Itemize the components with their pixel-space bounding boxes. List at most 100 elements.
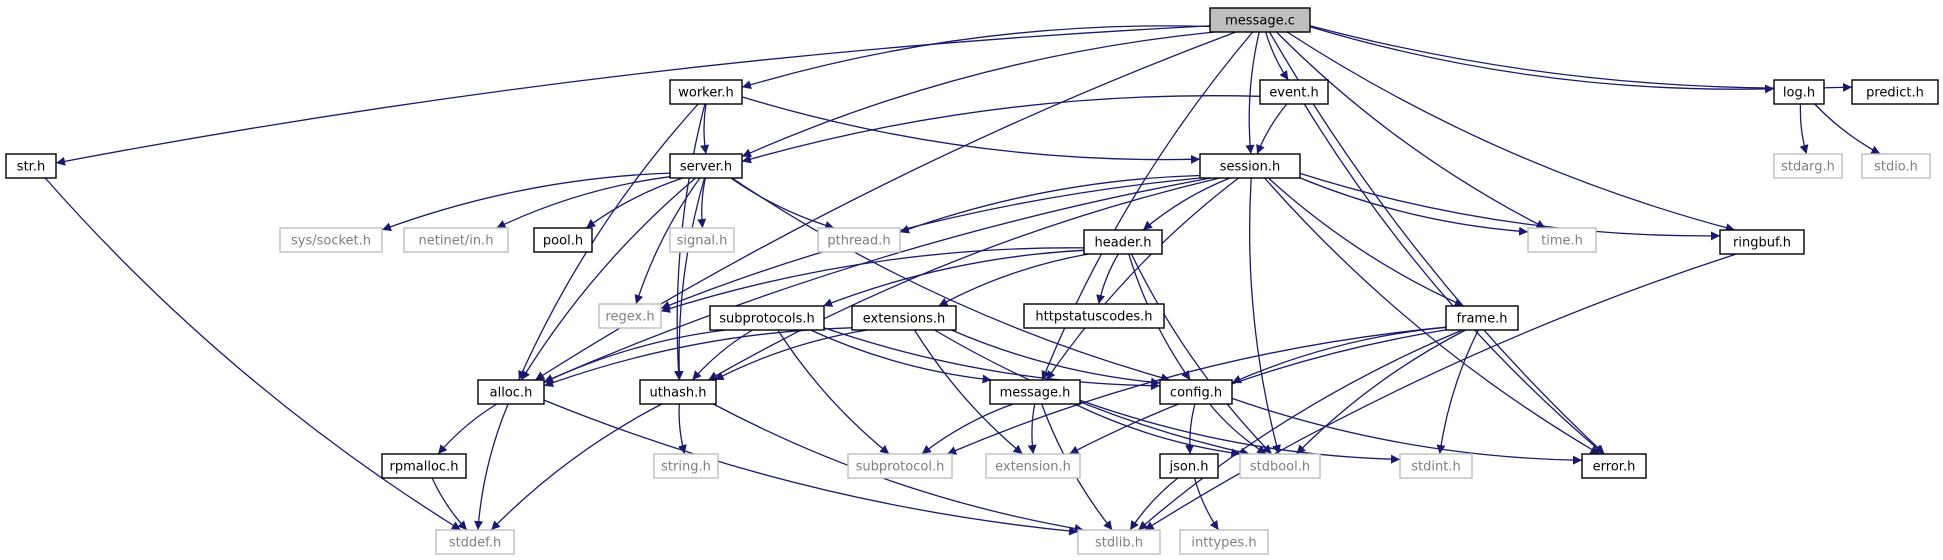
node-alloc-h[interactable]: alloc.h bbox=[477, 379, 545, 405]
node-server-h[interactable]: server.h bbox=[669, 153, 743, 179]
node-header-h[interactable]: header.h bbox=[1083, 229, 1163, 255]
node-box-alloc-h bbox=[477, 379, 545, 405]
node-message-h[interactable]: message.h bbox=[989, 379, 1081, 405]
edge-subprotocols-h-to-config-h bbox=[823, 327, 1161, 391]
node-netinet-in-h: netinet/in.h bbox=[403, 227, 509, 253]
edge-session-h-to-frame-h bbox=[1267, 177, 1464, 307]
edge-server-h-to-pool-h bbox=[585, 177, 684, 229]
node-box-event-h bbox=[1259, 79, 1329, 105]
edge-session-h-to-pthread-h bbox=[899, 174, 1201, 234]
node-session-h[interactable]: session.h bbox=[1199, 153, 1301, 179]
edge-frame-h-to-subprotocol-h bbox=[946, 326, 1447, 455]
node-box-server-h bbox=[669, 153, 743, 179]
edge-event-h-to-server-h bbox=[741, 95, 1261, 164]
edge-session-h-to-alloc-h bbox=[543, 177, 1211, 383]
edge-message-h-to-stdint-h bbox=[1079, 399, 1401, 464]
node-event-h[interactable]: event.h bbox=[1259, 79, 1329, 105]
node-label-stdbool-h: stdbool.h bbox=[1250, 460, 1310, 475]
edge-worker-h-to-server-h bbox=[700, 103, 710, 155]
node-label-subprotocol-h: subprotocol.h bbox=[856, 460, 945, 475]
edge-alloc-h-to-rpmalloc-h bbox=[437, 403, 498, 455]
node-label-config-h: config.h bbox=[1170, 386, 1222, 401]
node-label-signal-h: signal.h bbox=[677, 234, 728, 249]
edge-message-c-to-predict-h bbox=[1309, 25, 1853, 92]
node-inttypes-h: inttypes.h bbox=[1179, 529, 1269, 555]
node-regex-h: regex.h bbox=[598, 303, 662, 329]
node-time-h: time.h bbox=[1527, 227, 1597, 253]
node-message-c[interactable]: message.c bbox=[1209, 7, 1311, 33]
node-label-log-h: log.h bbox=[1783, 86, 1815, 101]
node-string-h: string.h bbox=[653, 453, 719, 479]
node-label-server-h: server.h bbox=[680, 160, 732, 175]
node-str-h[interactable]: str.h bbox=[5, 153, 57, 179]
node-box-frame-h bbox=[1445, 305, 1519, 331]
node-ringbuf-h[interactable]: ringbuf.h bbox=[1719, 229, 1805, 255]
node-box-pool-h bbox=[533, 227, 593, 253]
edge-message-c-to-session-h bbox=[1245, 31, 1260, 155]
node-pool-h[interactable]: pool.h bbox=[533, 227, 593, 253]
edge-subprotocols-h-to-uthash-h bbox=[691, 329, 753, 381]
edge-session-h-to-uthash-h bbox=[708, 177, 1220, 381]
edge-extensions-h-to-config-h bbox=[951, 329, 1161, 387]
node-box-str-h bbox=[5, 153, 57, 179]
node-box-extensions-h bbox=[851, 305, 957, 331]
edge-server-h-to-pthread-h bbox=[730, 177, 835, 230]
node-label-header-h: header.h bbox=[1095, 236, 1152, 251]
node-label-regex-h: regex.h bbox=[605, 310, 654, 325]
edge-header-h-to-stdbool-h bbox=[1130, 253, 1273, 455]
node-label-str-h: str.h bbox=[17, 160, 45, 175]
node-label-message-h: message.h bbox=[1000, 386, 1071, 401]
edge-server-h-to-signal-h bbox=[697, 177, 707, 229]
edge-subprotocols-h-to-message-h bbox=[810, 329, 992, 384]
edge-config-h-to-error-h bbox=[1231, 397, 1583, 465]
edge-session-h-to-ringbuf-h bbox=[1299, 172, 1721, 241]
edge-message-c-to-log-h bbox=[1309, 26, 1775, 94]
edge-log-h-to-stdio-h bbox=[1814, 103, 1881, 155]
edge-extensions-h-to-stdbool-h bbox=[934, 329, 1250, 457]
node-box-regex-h bbox=[598, 303, 662, 329]
edge-header-h-to-subprotocols-h bbox=[822, 249, 1085, 307]
node-label-predict-h: predict.h bbox=[1866, 86, 1924, 101]
node-box-stdarg-h bbox=[1773, 153, 1843, 179]
node-label-stdint-h: stdint.h bbox=[1411, 460, 1460, 475]
node-label-alloc-h: alloc.h bbox=[490, 386, 533, 401]
node-box-subprotocol-h bbox=[847, 453, 953, 479]
edge-uthash-h-to-stdlib-h bbox=[712, 403, 1084, 533]
node-predict-h[interactable]: predict.h bbox=[1851, 79, 1939, 105]
node-extensions-h[interactable]: extensions.h bbox=[851, 305, 957, 331]
node-log-h[interactable]: log.h bbox=[1773, 79, 1825, 105]
node-json-h[interactable]: json.h bbox=[1159, 453, 1219, 479]
node-httpstatuscodes-h[interactable]: httpstatuscodes.h bbox=[1023, 303, 1165, 329]
node-label-stdarg-h: stdarg.h bbox=[1781, 160, 1835, 175]
node-box-message-h bbox=[989, 379, 1081, 405]
node-worker-h[interactable]: worker.h bbox=[669, 79, 743, 105]
node-box-predict-h bbox=[1851, 79, 1939, 105]
edge-subprotocols-h-to-alloc-h bbox=[543, 329, 726, 384]
edge-alloc-h-to-stddef-h bbox=[474, 403, 509, 531]
edge-server-h-to-uthash-h bbox=[674, 177, 706, 381]
node-label-rpmalloc-h: rpmalloc.h bbox=[390, 460, 459, 475]
node-box-sys-socket-h bbox=[279, 227, 383, 253]
edge-server-h-to-sys-socket-h bbox=[381, 172, 671, 232]
node-box-stdbool-h bbox=[1239, 453, 1321, 479]
node-config-h[interactable]: config.h bbox=[1159, 379, 1233, 405]
node-rpmalloc-h[interactable]: rpmalloc.h bbox=[381, 453, 467, 479]
edge-message-c-to-event-h bbox=[1265, 31, 1289, 81]
node-subprotocols-h[interactable]: subprotocols.h bbox=[709, 305, 825, 331]
edge-rpmalloc-h-to-stddef-h bbox=[431, 477, 468, 531]
edge-message-c-to-worker-h bbox=[741, 25, 1211, 90]
edge-header-h-to-regex-h bbox=[660, 247, 1085, 313]
node-box-subprotocols-h bbox=[709, 305, 825, 331]
node-error-h[interactable]: error.h bbox=[1581, 453, 1647, 479]
node-label-ringbuf-h: ringbuf.h bbox=[1733, 236, 1791, 251]
node-label-message-c: message.c bbox=[1225, 14, 1295, 29]
node-box-httpstatuscodes-h bbox=[1023, 303, 1165, 329]
node-box-error-h bbox=[1581, 453, 1647, 479]
node-frame-h[interactable]: frame.h bbox=[1445, 305, 1519, 331]
node-label-time-h: time.h bbox=[1541, 234, 1583, 249]
node-stdbool-h: stdbool.h bbox=[1239, 453, 1321, 479]
edge-header-h-to-httpstatuscodes-h bbox=[1096, 253, 1119, 305]
node-label-stdlib-h: stdlib.h bbox=[1095, 536, 1143, 551]
node-box-header-h bbox=[1083, 229, 1163, 255]
node-uthash-h[interactable]: uthash.h bbox=[639, 379, 717, 405]
